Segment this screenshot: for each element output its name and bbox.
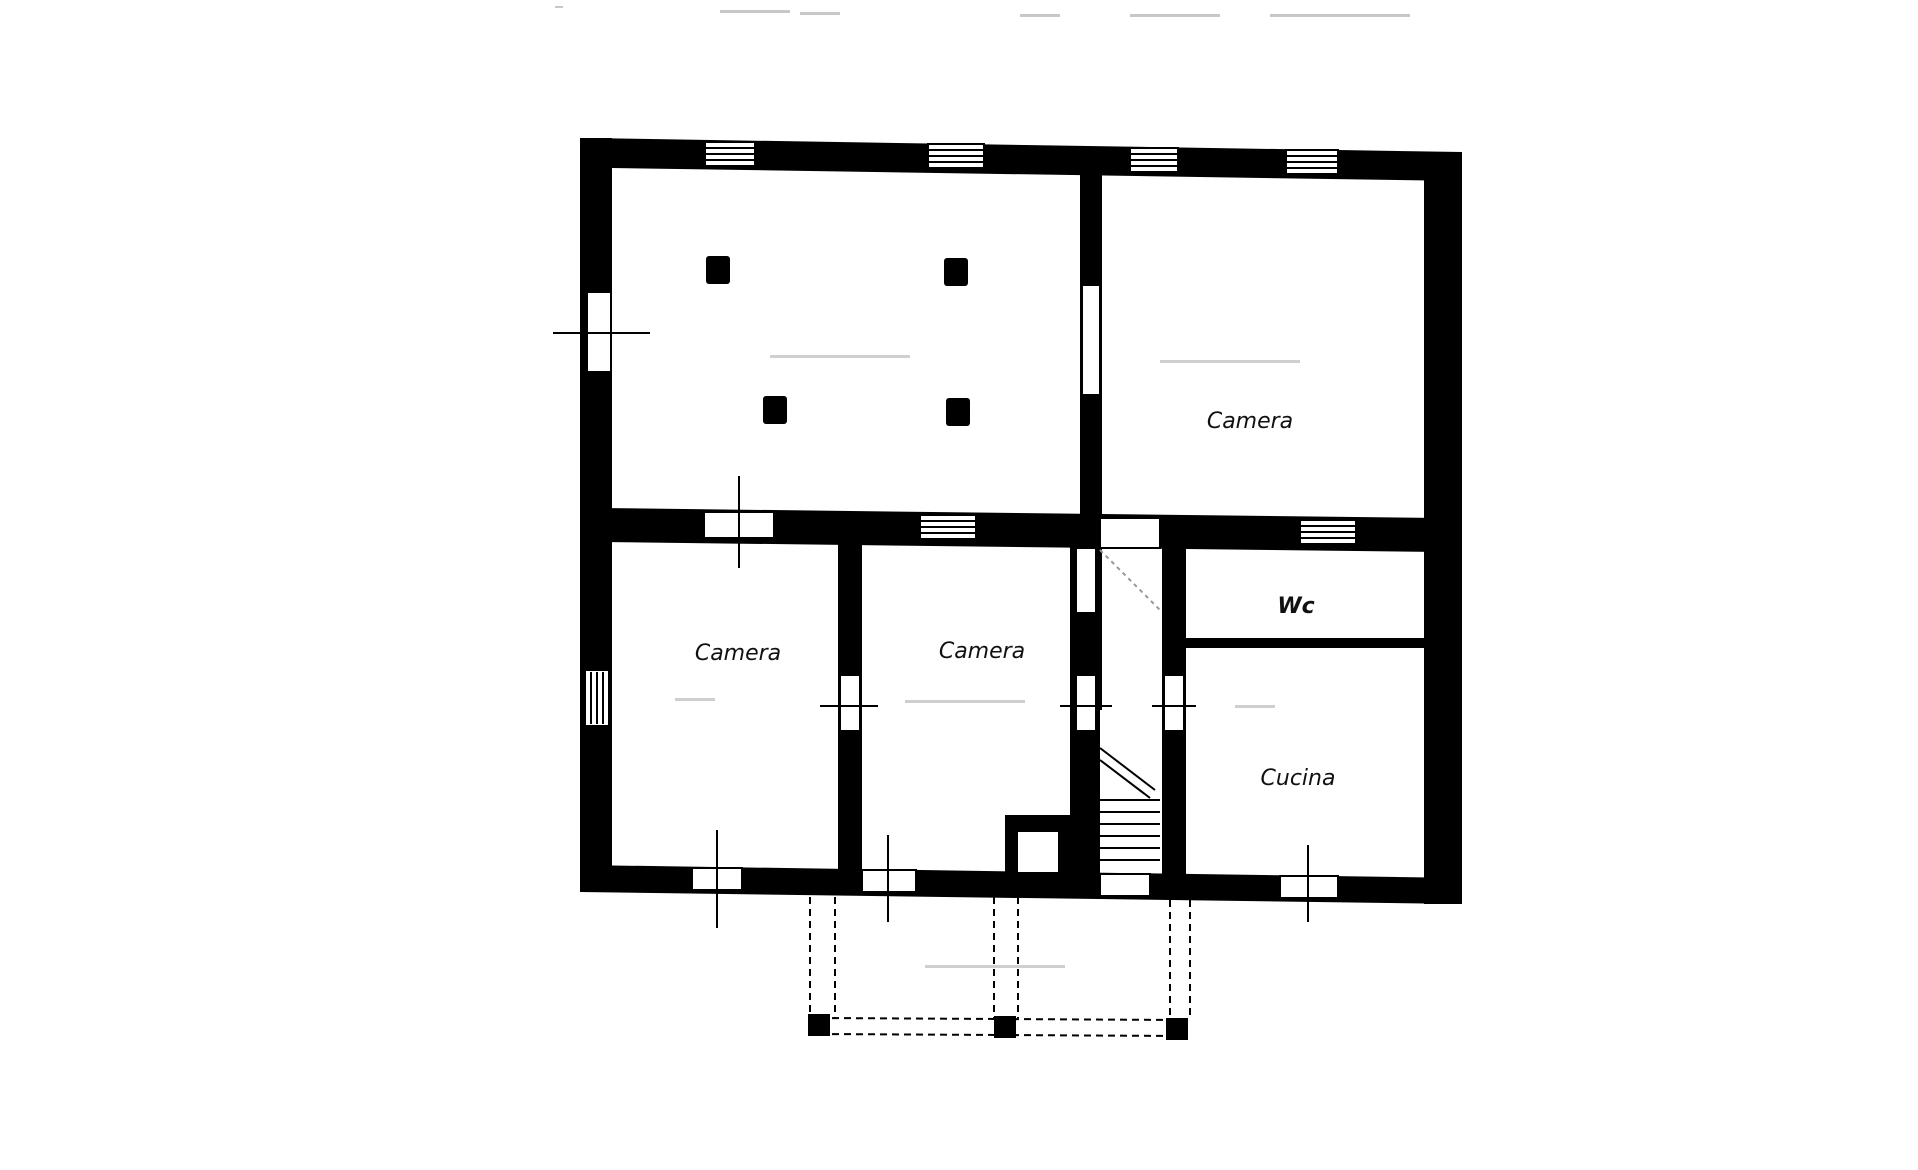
room-label-bottom-left: Camera <box>695 641 781 666</box>
columns <box>706 256 970 426</box>
column-2 <box>944 258 968 286</box>
column-4 <box>946 398 970 426</box>
outer-wall-bottom <box>580 865 1462 904</box>
room-label-wc: Wc <box>1277 594 1314 619</box>
room-label-kitchen: Cucina <box>1261 766 1336 791</box>
door-lower-1 <box>839 674 861 732</box>
column-3 <box>763 396 787 424</box>
stair <box>1099 549 1161 861</box>
door-top-vertical <box>1081 284 1101 396</box>
door-mid-3 <box>1099 517 1161 549</box>
door-cross-marks <box>553 332 1309 928</box>
porch-posts <box>808 1014 1188 1040</box>
window-hatching <box>590 147 1356 724</box>
door-lower-3 <box>1075 674 1097 732</box>
faint-annotations <box>675 355 1300 968</box>
door-lower-2 <box>1075 547 1097 614</box>
room-label-bottom-mid: Camera <box>939 639 1025 664</box>
door-lower-4 <box>1163 674 1185 732</box>
room-label-top-right: Camera <box>1207 409 1293 434</box>
outer-wall-top <box>587 138 1462 181</box>
column-1 <box>706 256 730 284</box>
wc-wall <box>1185 638 1430 648</box>
header-faint-text <box>555 6 1410 17</box>
closet <box>1005 815 1073 880</box>
door-bottom-3 <box>1099 873 1151 897</box>
interior-wall-middle <box>600 508 1440 552</box>
